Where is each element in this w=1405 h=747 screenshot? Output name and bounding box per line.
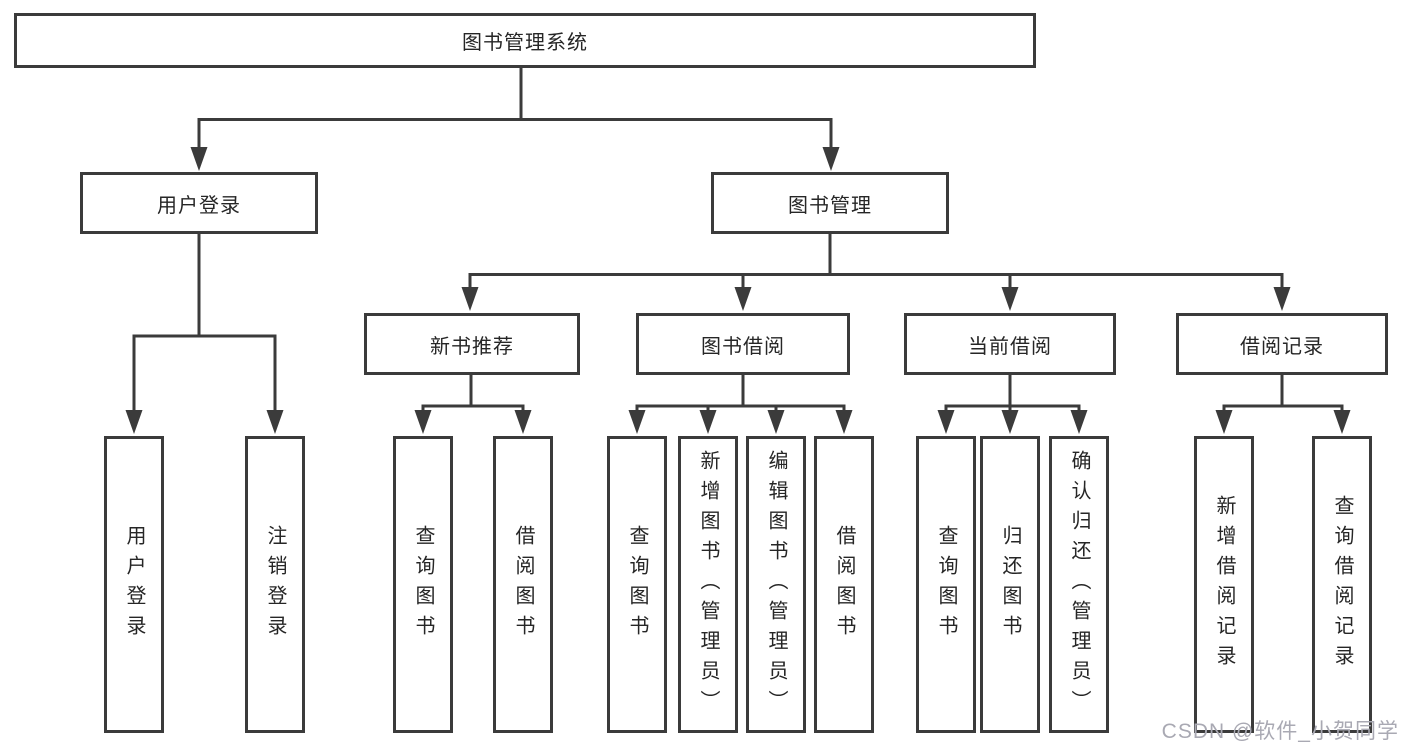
leaf-user-login: 用户登录 xyxy=(104,436,164,733)
node-user-login-module-label: 用户登录 xyxy=(157,194,241,217)
node-book-borrow: 图书借阅 xyxy=(636,313,850,375)
leaf-borrow-books-1-label: 借阅图书 xyxy=(512,524,534,645)
leaf-add-borrow-record-label: 新增借阅记录 xyxy=(1213,494,1235,675)
leaf-user-login-label: 用户登录 xyxy=(123,524,145,645)
tree-edges xyxy=(132,68,1344,412)
node-library-management-system-label: 图书管理系统 xyxy=(462,32,588,54)
leaf-query-books-2-label: 查询图书 xyxy=(626,524,648,645)
leaf-add-books-admin: 新增图书（管理员） xyxy=(678,436,738,733)
leaf-borrow-books-1: 借阅图书 xyxy=(493,436,553,733)
leaf-edit-books-admin-label: 编辑图书（管理员） xyxy=(765,449,787,720)
leaf-borrow-books-2-label: 借阅图书 xyxy=(833,524,855,645)
node-book-borrow-label: 图书借阅 xyxy=(701,335,785,358)
leaf-query-borrow-record-label: 查询借阅记录 xyxy=(1331,494,1353,675)
node-user-login-module: 用户登录 xyxy=(80,172,318,234)
leaf-confirm-return-admin-label: 确认归还（管理员） xyxy=(1068,449,1090,720)
arrowheads xyxy=(125,147,1351,434)
leaf-add-books-admin-label: 新增图书（管理员） xyxy=(697,449,719,720)
node-current-borrow-label: 当前借阅 xyxy=(968,335,1052,358)
leaf-edit-books-admin: 编辑图书（管理员） xyxy=(746,436,806,733)
leaf-query-books-2: 查询图书 xyxy=(607,436,667,733)
leaf-logout-label: 注销登录 xyxy=(264,524,286,645)
leaf-query-borrow-record: 查询借阅记录 xyxy=(1312,436,1372,733)
node-borrow-records-label: 借阅记录 xyxy=(1240,335,1324,358)
leaf-add-borrow-record: 新增借阅记录 xyxy=(1194,436,1254,733)
node-new-book-recommend-label: 新书推荐 xyxy=(430,335,514,358)
leaf-logout: 注销登录 xyxy=(245,436,305,733)
leaf-confirm-return-admin: 确认归还（管理员） xyxy=(1049,436,1109,733)
node-book-management-module-label: 图书管理 xyxy=(788,194,872,217)
leaf-query-books-1-label: 查询图书 xyxy=(412,524,434,645)
leaf-return-books-label: 归还图书 xyxy=(999,524,1021,645)
node-book-management-module: 图书管理 xyxy=(711,172,949,234)
leaf-return-books: 归还图书 xyxy=(980,436,1040,733)
node-borrow-records: 借阅记录 xyxy=(1176,313,1388,375)
node-new-book-recommend: 新书推荐 xyxy=(364,313,580,375)
leaf-query-books-3: 查询图书 xyxy=(916,436,976,733)
node-library-management-system: 图书管理系统 xyxy=(14,13,1036,68)
leaf-borrow-books-2: 借阅图书 xyxy=(814,436,874,733)
leaf-query-books-3-label: 查询图书 xyxy=(935,524,957,645)
node-current-borrow: 当前借阅 xyxy=(904,313,1116,375)
leaf-query-books-1: 查询图书 xyxy=(393,436,453,733)
